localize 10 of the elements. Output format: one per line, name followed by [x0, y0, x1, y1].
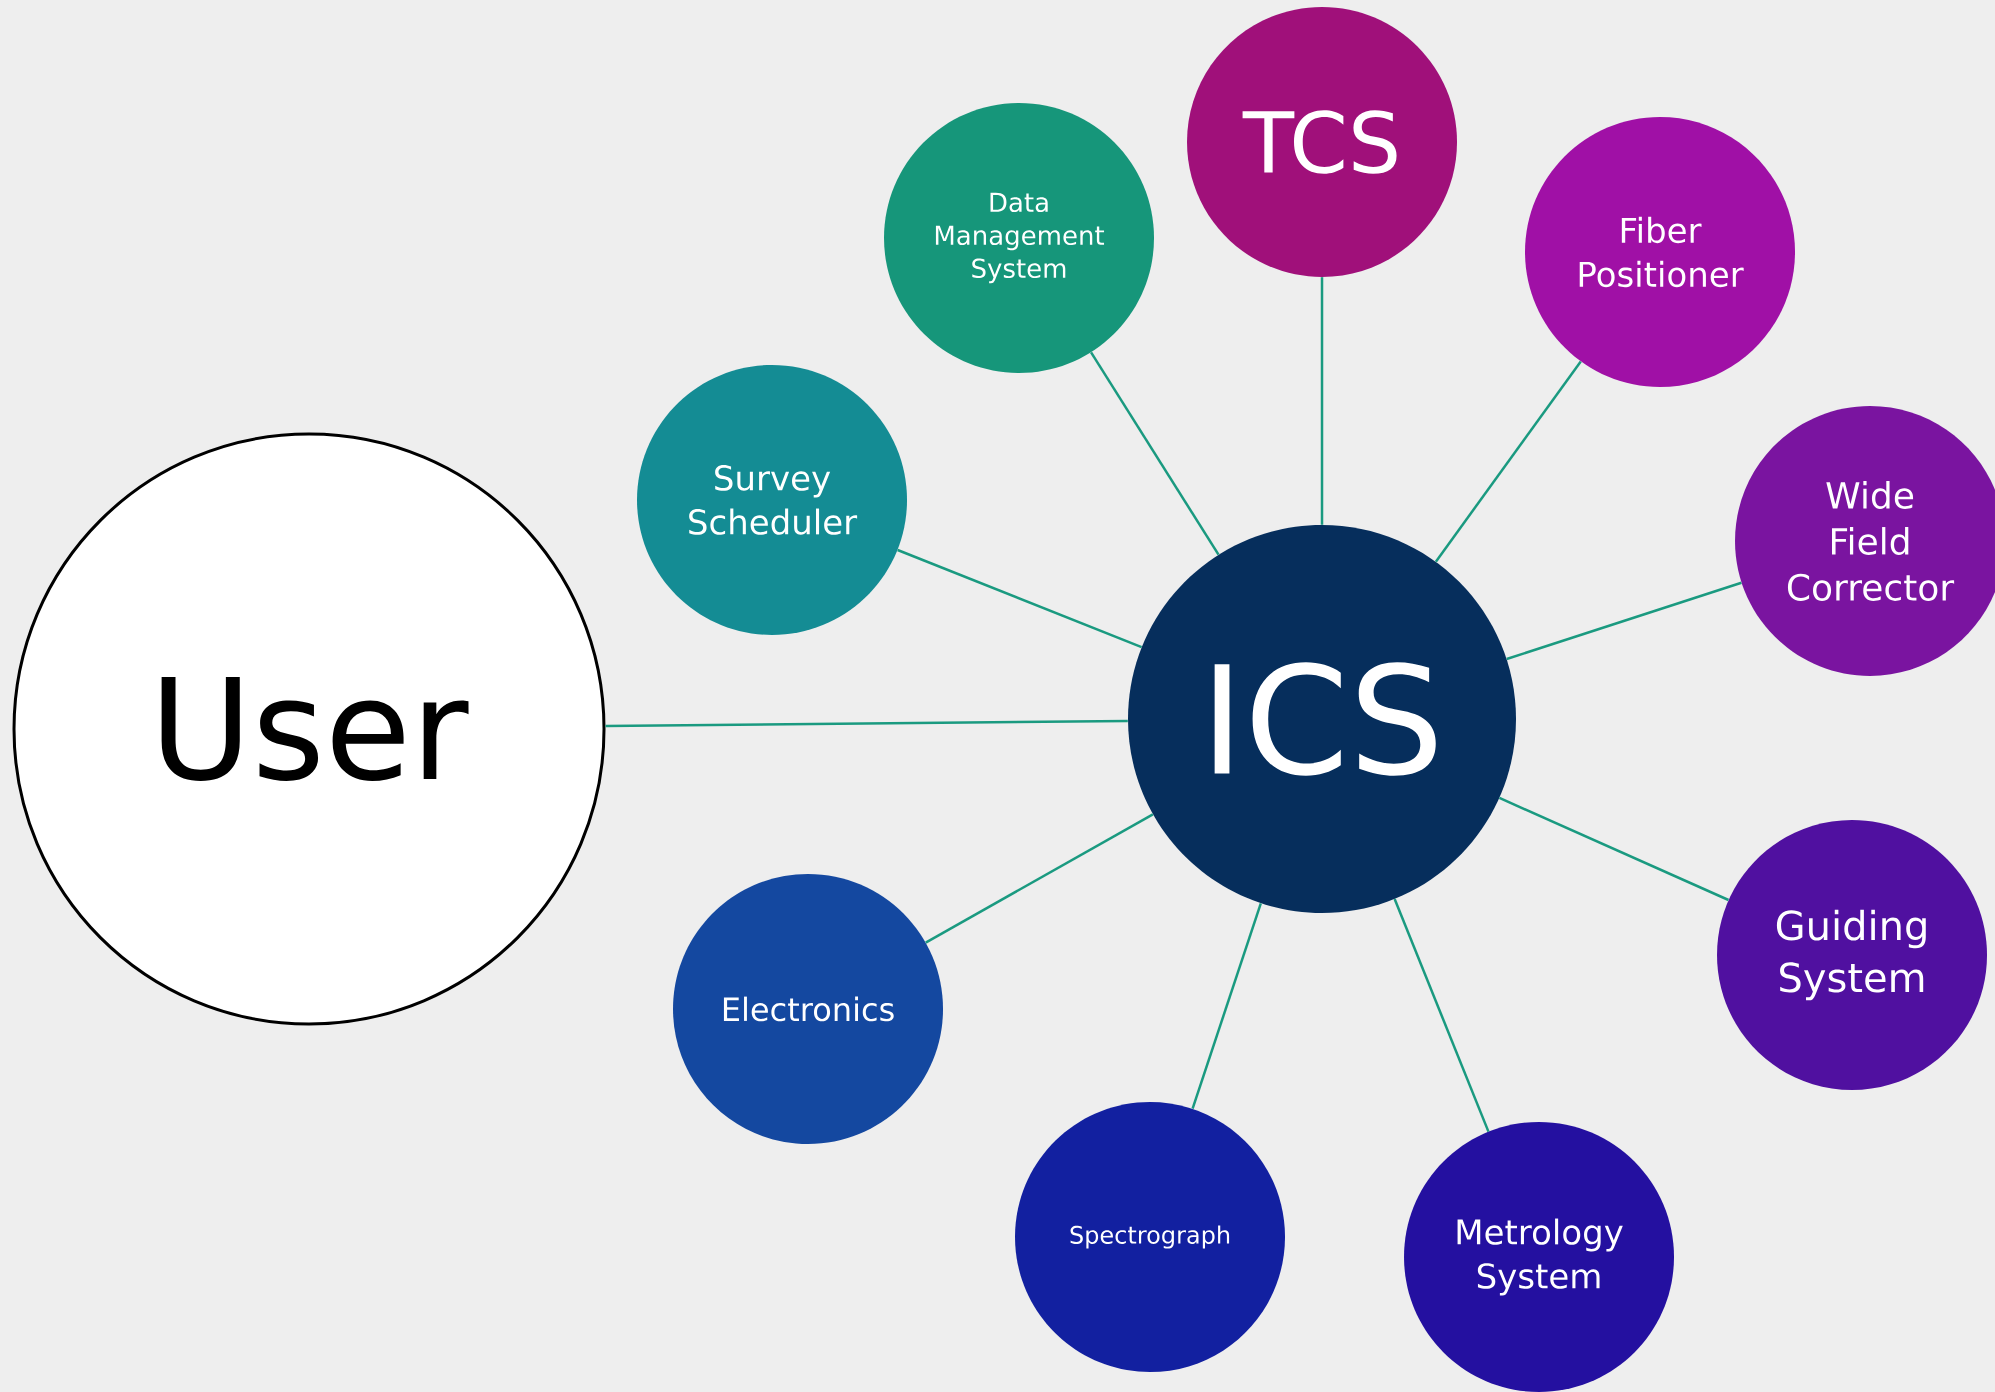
connector-line: [1393, 898, 1490, 1133]
connector-line: [1191, 902, 1262, 1110]
connector-line: [1434, 360, 1582, 563]
connector-line: [925, 813, 1154, 944]
connector-line: [1320, 277, 1324, 525]
connector-line: [605, 719, 1128, 728]
connector-line: [1506, 581, 1742, 661]
connector-line: [897, 548, 1143, 649]
connector-line: [1090, 351, 1220, 556]
connector-line: [1498, 796, 1729, 902]
